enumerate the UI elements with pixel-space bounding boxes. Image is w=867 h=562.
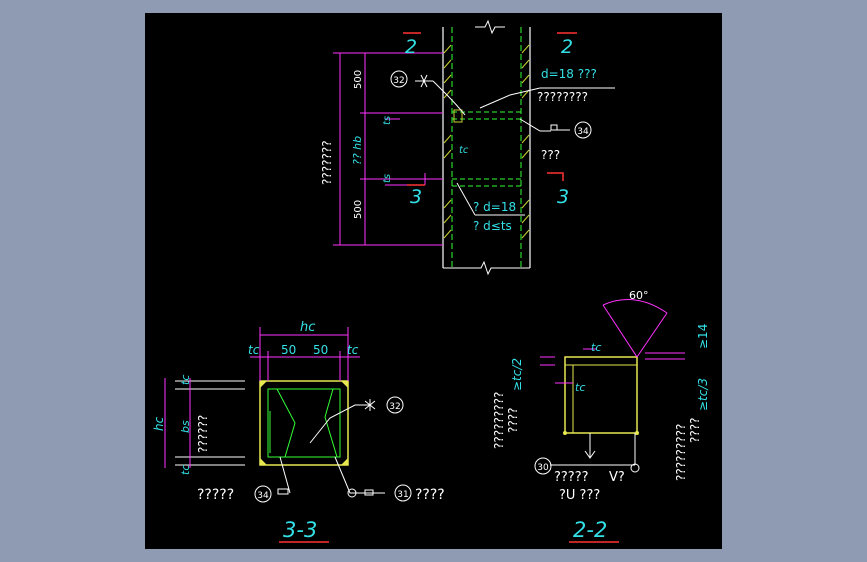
dim-500-top: 500 xyxy=(353,70,364,89)
section-mark-2-right: 2 xyxy=(561,36,573,58)
ts-label-bottom: ts xyxy=(382,174,393,183)
dim-500-bottom: 500 xyxy=(353,200,364,219)
section-3-3-hc-vert: hc xyxy=(152,416,166,431)
section-2-2-box xyxy=(564,356,638,434)
leader-top-note xyxy=(479,87,541,109)
groove-line-right xyxy=(636,312,668,358)
section-3-3: 32 34 31 ???? ????? hc tc xyxy=(152,320,445,543)
weld-symbol-34 xyxy=(550,124,558,131)
weld-note-bottom-1: ? d=18 xyxy=(473,200,516,214)
leader-30-dot xyxy=(630,463,640,473)
callout-32-section-label: 32 xyxy=(389,402,400,412)
callout-34-label: 34 xyxy=(577,127,589,137)
section-2-2-right-note-1: ????????? xyxy=(674,424,688,481)
column-box-inner xyxy=(267,388,341,458)
leader-34-section xyxy=(279,456,291,494)
callout-31-section-label: 31 xyxy=(397,490,408,500)
callout-34-section-circle xyxy=(254,485,272,503)
section-3-3-tc-vert-bottom: tc xyxy=(179,465,192,475)
section-3-3-title: 3-3 xyxy=(283,518,317,542)
section-2-2-right-ratio-2: ≥tc/3 xyxy=(696,378,710,411)
section-mark-2-left: 2 xyxy=(405,36,417,58)
section-3-3-note-left: ????? xyxy=(197,487,234,503)
weld-note-top-1: d=18 ??? xyxy=(541,67,597,81)
section-2-2-right-note-2: ???? xyxy=(688,418,702,443)
section-2-2-note-2: ?U ??? xyxy=(559,488,600,503)
break-symbol-top xyxy=(475,19,505,35)
callout-32-section-circle xyxy=(386,396,404,414)
leader-31-dot xyxy=(347,488,357,498)
section-2-2-angle: 60° xyxy=(629,289,649,302)
ts-label-top: ts xyxy=(382,116,393,125)
corner-weld-4 xyxy=(341,458,348,465)
weld-symbol-32 xyxy=(415,74,433,88)
elevation-side-note: ??????? xyxy=(320,140,334,185)
section-2-2: 60° tc tc ????????? ???? ≥tc/2 ?????????… xyxy=(492,289,710,543)
corner-weld-1 xyxy=(260,381,267,388)
elevation-note-right: ??? xyxy=(541,148,560,162)
drawing-canvas: 32 34 500 500 ?? hb ??????? xyxy=(145,13,722,549)
callout-32-circle xyxy=(390,70,408,88)
elevation-view: 32 34 500 500 ?? hb ??????? xyxy=(320,19,615,276)
section-mark-3-right-bar xyxy=(547,172,564,181)
section-2-2-note-1: ????? xyxy=(554,470,589,485)
diaphragm-diagonal-2 xyxy=(324,388,338,458)
section-3-3-50-left: 50 xyxy=(281,343,296,357)
section-3-3-tc-right: tc xyxy=(347,343,359,357)
column-box-outer xyxy=(259,380,349,466)
callout-34-section-label: 34 xyxy=(257,491,269,501)
section-3-3-hc: hc xyxy=(300,320,315,335)
corner-dot-2 xyxy=(635,431,639,435)
section-2-2-title: 2-2 xyxy=(573,518,607,542)
weld-hatch-right xyxy=(521,44,530,239)
leader-32 xyxy=(432,80,466,116)
section-mark-3-right: 3 xyxy=(557,186,569,208)
weld-symbol-30 xyxy=(584,433,596,459)
leader-31-section xyxy=(334,456,385,494)
groove-arc xyxy=(602,299,668,314)
callout-30-circle xyxy=(534,457,552,475)
section-3-3-side-note: ?????? xyxy=(196,415,210,453)
cad-drawing: 32 34 500 500 ?? hb ??????? xyxy=(152,19,710,543)
section-3-3-bs-vert: bs xyxy=(179,420,192,433)
section-2-2-note-V: V? xyxy=(609,470,625,485)
section-3-3-tc-left: tc xyxy=(248,343,260,357)
section-3-3-50-right: 50 xyxy=(313,343,328,357)
weld-note-top-2: ???????? xyxy=(537,90,588,104)
section-2-2-right-ratio-1: ≥14 xyxy=(696,324,710,349)
weld-symbol-32-section xyxy=(364,399,376,411)
leader-34 xyxy=(519,118,551,132)
break-symbol-bottom xyxy=(443,260,530,276)
weld-symbol-31-section xyxy=(364,489,374,496)
section-mark-3-left: 3 xyxy=(410,186,422,208)
section-2-2-left-ratio: ≥tc/2 xyxy=(510,358,524,391)
callout-30-label: 30 xyxy=(537,463,549,473)
weld-symbol-34-section xyxy=(277,488,289,495)
section-3-3-tc-vert-top: tc xyxy=(179,375,192,385)
leader-bottom-note xyxy=(456,182,476,216)
callout-31-section-circle xyxy=(394,484,412,502)
weld-note-bottom-2: ? d≤ts xyxy=(473,219,512,233)
hb-label: ?? hb xyxy=(351,136,364,165)
section-2-2-tc-side: tc xyxy=(575,381,585,394)
section-2-2-left-note-2: ???? xyxy=(506,408,520,433)
corner-dot-1 xyxy=(563,431,567,435)
diaphragm-diagonal-1 xyxy=(276,388,296,458)
callout-34-circle xyxy=(574,121,592,139)
groove-line-left xyxy=(602,304,638,358)
section-2-2-tc-top: tc xyxy=(591,341,601,354)
corner-weld-3 xyxy=(260,458,267,465)
weld-hole xyxy=(453,109,463,123)
section-3-3-note-right: ???? xyxy=(415,487,445,503)
tc-label: tc xyxy=(459,145,469,156)
leader-32-section xyxy=(309,404,370,444)
section-2-2-left-note-1: ????????? xyxy=(492,392,506,449)
weld-hatch-left xyxy=(443,44,452,239)
callout-32-label: 32 xyxy=(393,76,404,86)
corner-weld-2 xyxy=(341,381,348,388)
